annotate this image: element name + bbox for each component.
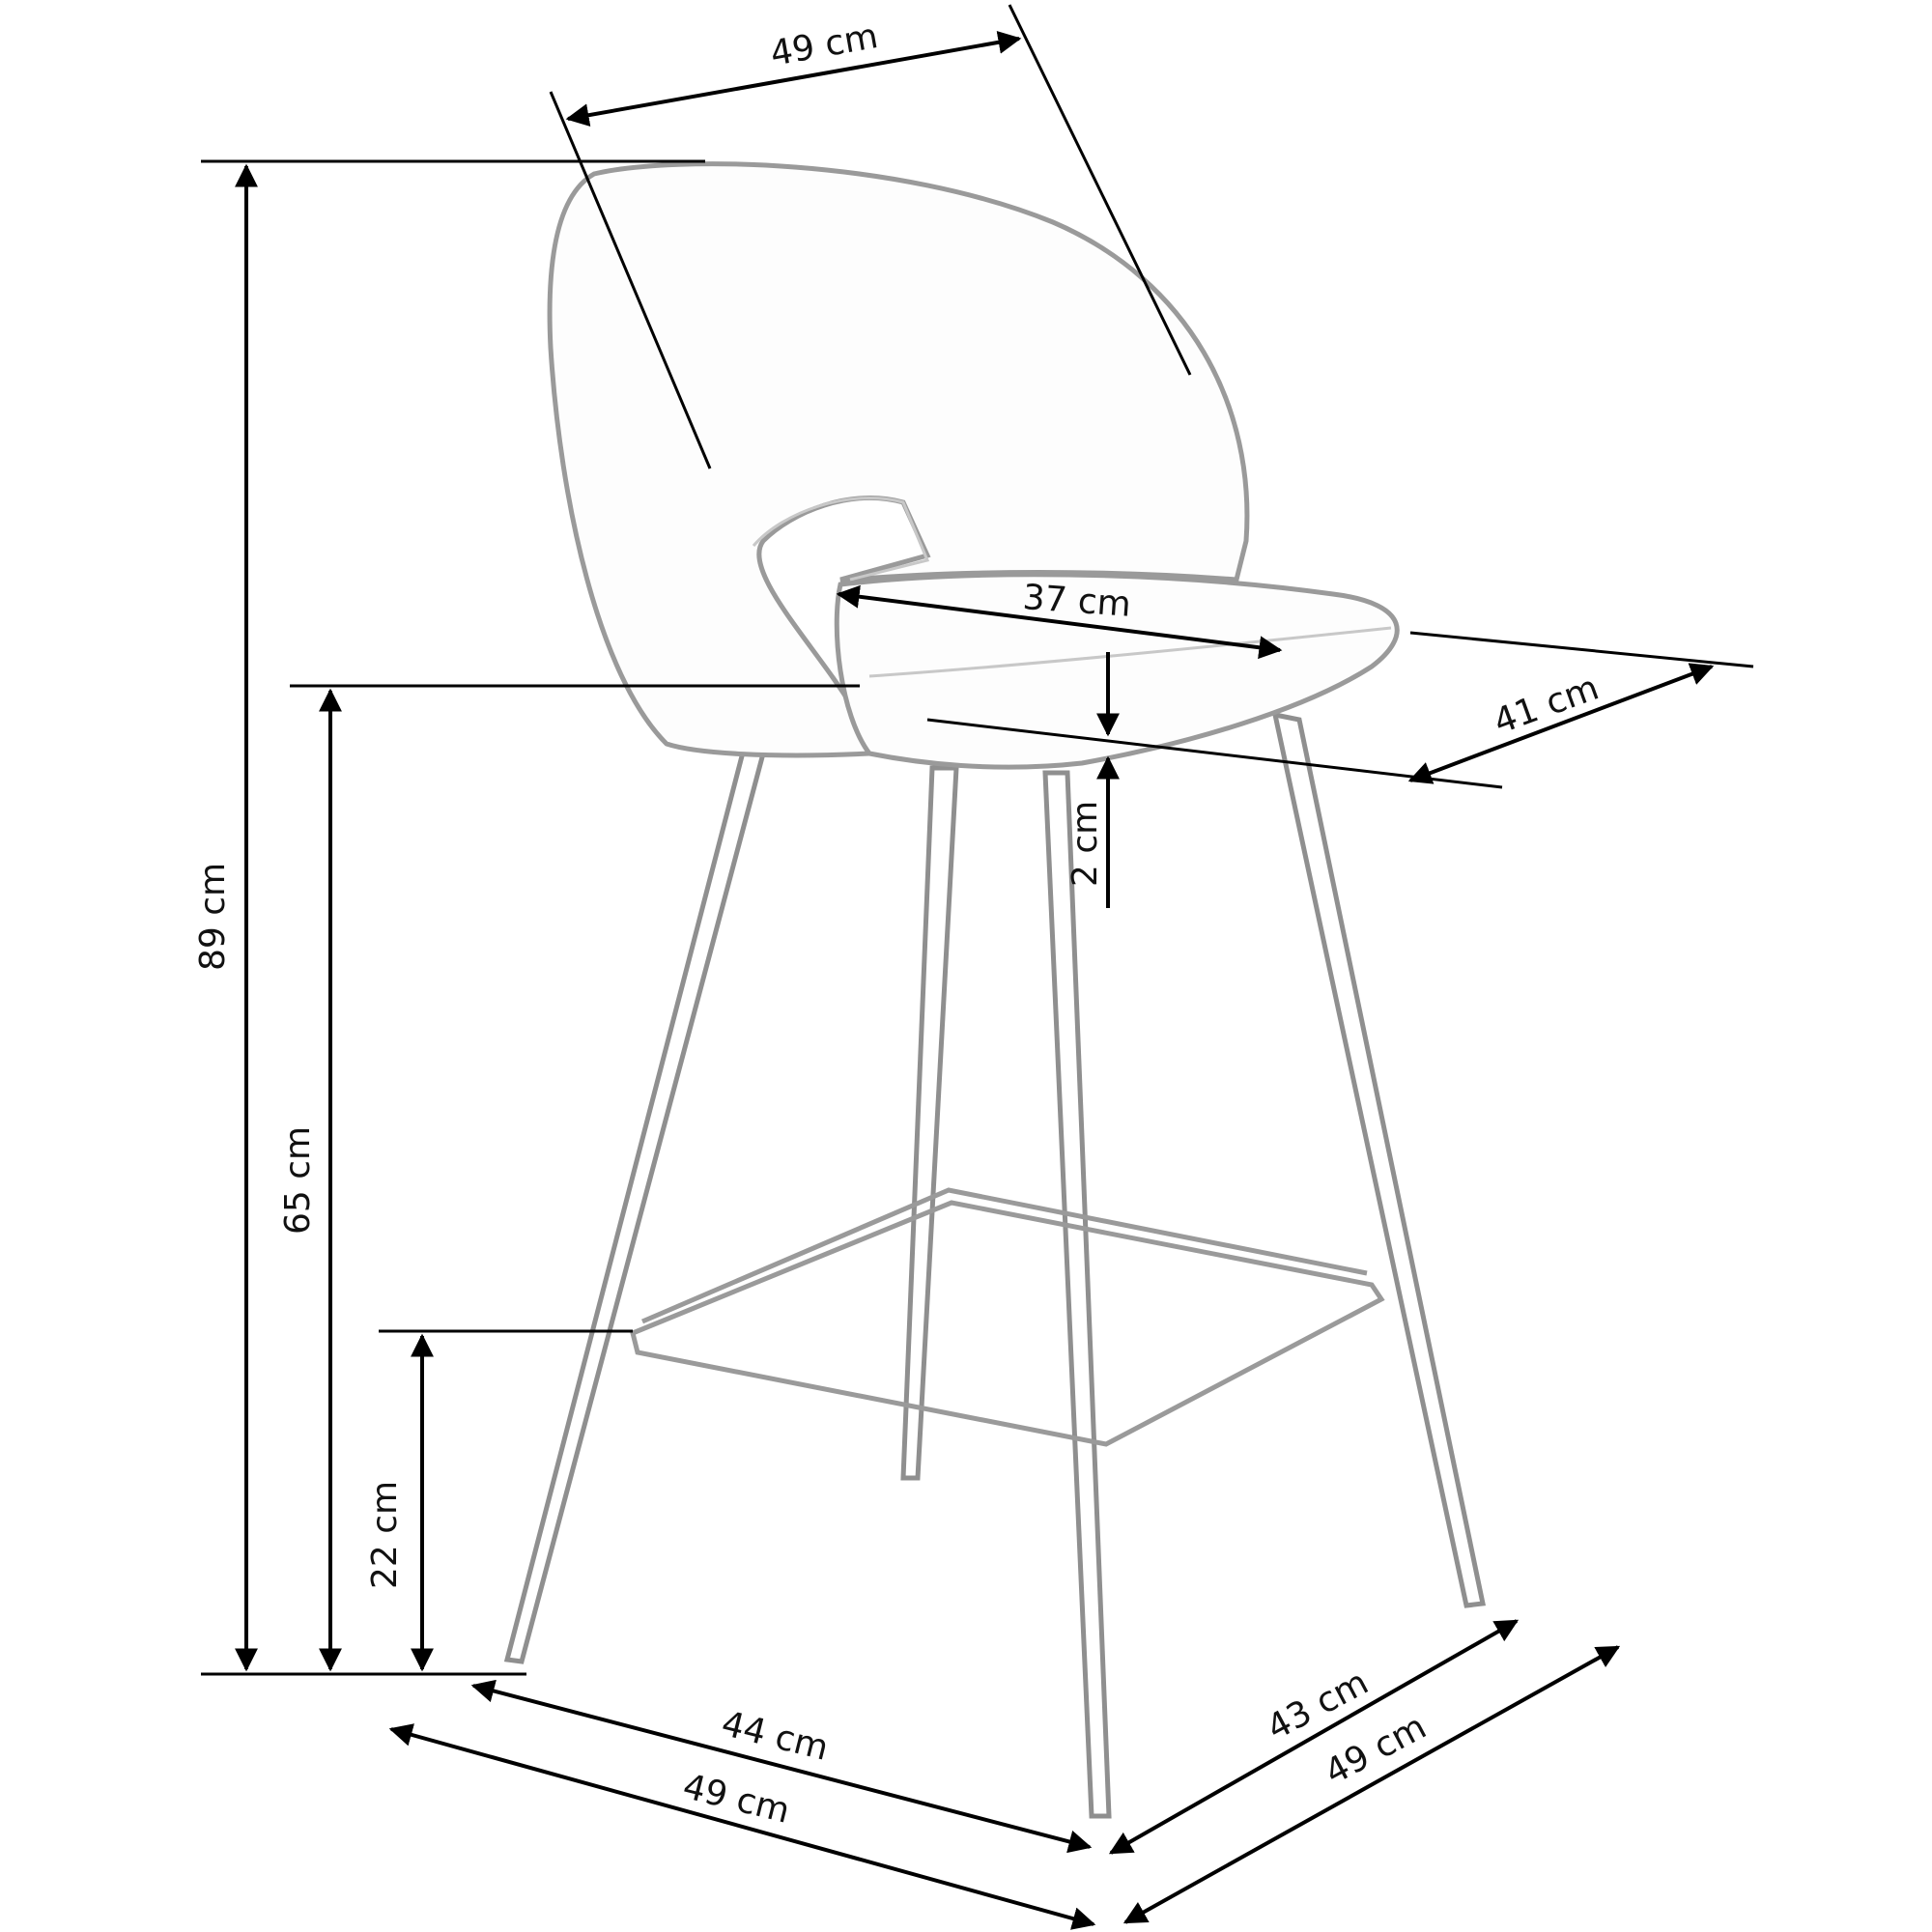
label-leg-span-front: 44 cm [718, 1704, 833, 1769]
dimension-total-height: 89 cm [193, 159, 705, 1676]
footrest-ring [630, 1187, 1385, 1447]
label-total-height: 89 cm [193, 863, 233, 971]
back-left-leg [900, 765, 959, 1481]
backrest-cutout [752, 497, 930, 582]
dimension-overall-depth-side: 49 cm [1122, 1645, 1621, 1924]
label-footrest-height: 22 cm [365, 1481, 405, 1589]
front-left-leg [503, 745, 767, 1664]
label-seat-thickness: 2 cm [1065, 801, 1105, 887]
label-overall-width-front: 49 cm [679, 1767, 794, 1832]
label-seat-width: 37 cm [1021, 578, 1132, 625]
front-right-leg [1042, 770, 1112, 1819]
dimension-seat-height: 65 cm [278, 684, 860, 1672]
label-seat-height: 65 cm [278, 1126, 318, 1235]
dimension-seat-thickness: 2 cm [926, 652, 1503, 908]
back-right-leg [1271, 711, 1487, 1608]
dimension-footrest-height: 22 cm [365, 1329, 633, 1672]
label-overall-depth-side: 49 cm [1319, 1707, 1433, 1793]
bar-stool-illustration [503, 161, 1487, 1819]
dimension-seat-depth: 41 cm [1407, 631, 1754, 784]
dimension-seat-width: 37 cm [836, 578, 1283, 660]
dimension-overall-width-front: 49 cm [388, 1723, 1096, 1930]
label-seat-depth: 41 cm [1489, 668, 1604, 743]
